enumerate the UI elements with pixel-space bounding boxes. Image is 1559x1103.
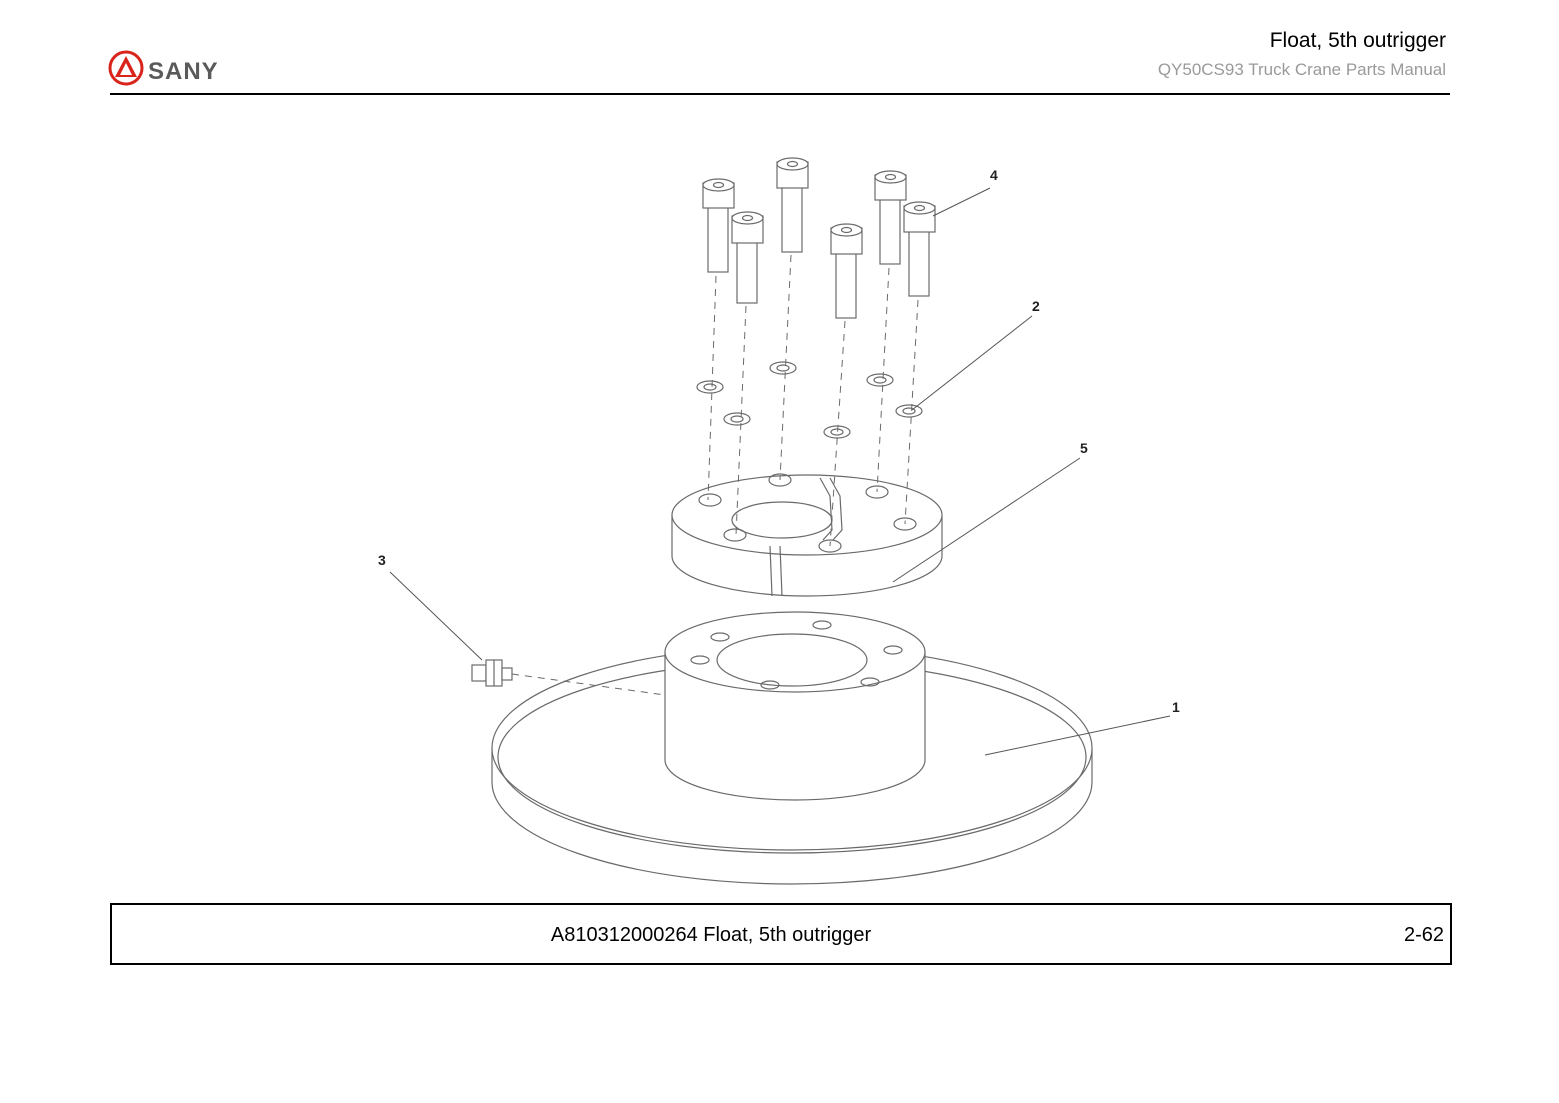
washers: [696, 361, 923, 439]
assembly-caption: A810312000264 Float, 5th outrigger: [550, 924, 872, 946]
manual-subtitle: QY50CS93 Truck Crane Parts Manual: [1157, 60, 1446, 79]
grease-fitting: [471, 659, 513, 687]
split-ring: [671, 473, 943, 597]
callout-4: 4: [990, 167, 998, 183]
header-divider: [110, 93, 1450, 95]
hub-cylinder: [664, 611, 926, 801]
callout-leaders: [389, 187, 1171, 756]
sany-logo: SANY: [108, 50, 238, 90]
callout-5: 5: [1080, 440, 1088, 456]
brand-name: SANY: [148, 58, 219, 85]
callout-3: 3: [378, 552, 386, 568]
page-title: Float, 5th outrigger: [1269, 29, 1446, 52]
caption-box: A810312000264 Float, 5th outrigger 2-62: [110, 903, 1452, 965]
assembly-lines: [511, 254, 919, 696]
exploded-parts-diagram: 1 2 3 4 5: [378, 157, 1180, 885]
page-number: 2-62: [1403, 924, 1444, 946]
sany-logo-icon: [108, 50, 144, 86]
callout-1: 1: [1172, 699, 1180, 715]
socket-head-bolts: [702, 157, 936, 319]
callout-2: 2: [1032, 298, 1040, 314]
